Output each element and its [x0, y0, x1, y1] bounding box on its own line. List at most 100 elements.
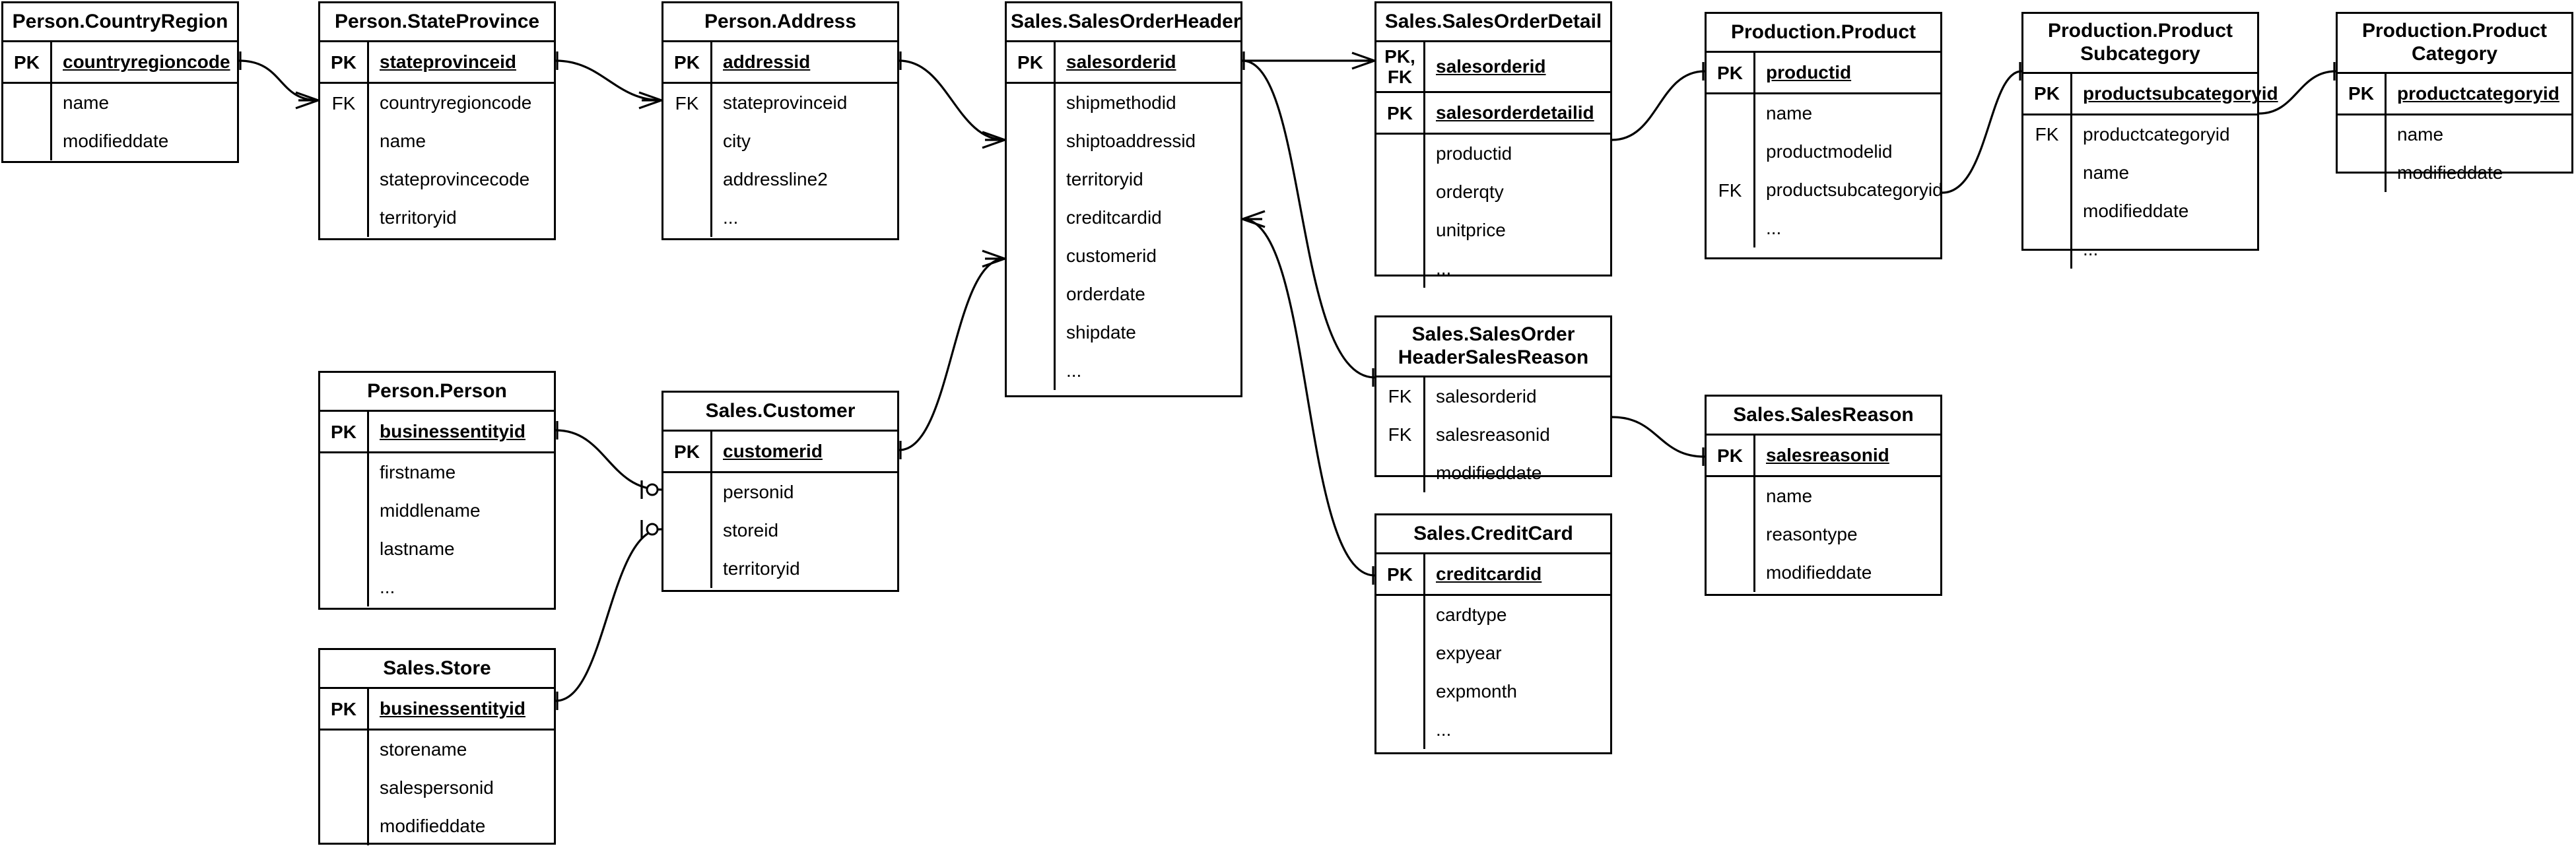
edge-countryregion-stateprovince [238, 51, 319, 110]
entity-row: unitprice [1376, 211, 1610, 250]
entity-sales-salesorderheader[interactable]: Sales.SalesOrderHeader PK salesorderid s… [1005, 1, 1242, 397]
entity-row: shipmethodid [1007, 84, 1240, 123]
entity-row: PK salesreasonid [1707, 436, 1940, 476]
entity-key-rows: PK productid [1707, 53, 1940, 93]
entity-row: orderqty [1376, 173, 1610, 212]
column-name: countryregioncode [63, 51, 230, 73]
key-label: PK, FK [1376, 42, 1425, 92]
column-name: shipdate [1066, 322, 1136, 343]
key-label [320, 122, 369, 161]
key-label: FK [2023, 115, 2072, 154]
entity-row: modifieddate [2338, 153, 2571, 192]
entity-title: Sales.CreditCard [1376, 515, 1610, 555]
key-label [1376, 672, 1425, 711]
entity-attribute-rows: FK salesorderid FK salesreasonid modifie… [1376, 377, 1610, 492]
entity-row: FK stateprovinceid [663, 84, 897, 123]
column-name: name [380, 131, 426, 152]
entity-attribute-rows: name productmodelid FK productsubcategor… [1707, 92, 1943, 248]
entity-attribute-rows: productid orderqty unitprice ... [1376, 133, 1610, 288]
key-label [2338, 153, 2387, 192]
column-name: productid [1766, 62, 1852, 83]
entity-row: cardtype [1376, 596, 1610, 635]
key-label [320, 453, 369, 492]
column-name: modifieddate [63, 131, 169, 152]
key-label [1376, 634, 1425, 673]
key-label [1376, 135, 1425, 174]
key-label: FK [1376, 377, 1425, 416]
entity-row: reasontype [1707, 515, 1940, 554]
key-label [320, 199, 369, 238]
column-name: salesorderdetailid [1436, 102, 1594, 123]
entity-key-rows: PK addressid [663, 42, 897, 82]
entity-sales-customer[interactable]: Sales.Customer PK customerid personid st… [661, 391, 899, 592]
entity-title: Sales.Customer [663, 393, 897, 432]
column-name: storename [380, 739, 467, 760]
column-name: storeid [723, 520, 779, 541]
entity-person-address[interactable]: Person.Address PK addressid FK stateprov… [661, 1, 899, 240]
entity-row: FK productsubcategoryid [1707, 171, 1943, 210]
entity-key-rows: PK salesreasonid [1707, 436, 1940, 476]
key-label [663, 473, 712, 512]
column-name: stateprovinceid [380, 51, 516, 73]
entity-row: lastname [320, 530, 554, 569]
key-label [1007, 237, 1056, 276]
key-label [1707, 554, 1755, 593]
column-name: salesorderid [1436, 385, 1537, 407]
column-name: personid [723, 482, 794, 503]
entity-row: modifieddate [1376, 453, 1610, 492]
entity-person-countryregion[interactable]: Person.CountryRegion PK countryregioncod… [1, 1, 239, 163]
entity-row: PK stateprovinceid [320, 42, 554, 82]
edge-address-salesorderheader [898, 51, 1005, 149]
key-label [663, 550, 712, 589]
key-label [1707, 477, 1755, 516]
key-label [1707, 133, 1755, 172]
column-name: orderqty [1436, 181, 1504, 203]
entity-row: ... [1007, 352, 1240, 391]
entity-person-person[interactable]: Person.Person PK businessentityid firstn… [318, 371, 556, 610]
entity-row: FK salesorderid [1376, 377, 1610, 416]
key-label [320, 769, 369, 808]
column-name: customerid [723, 441, 823, 462]
entity-row: storename [320, 731, 554, 769]
column-name: productcategoryid [2083, 123, 2230, 145]
entity-sales-store[interactable]: Sales.Store PK businessentityid storenam… [318, 648, 556, 846]
entity-row: modifieddate [3, 122, 237, 161]
entity-sales-creditcard[interactable]: Sales.CreditCard PK creditcardid cardtyp… [1374, 513, 1612, 754]
entity-key-rows: PK productsubcategoryid [2023, 73, 2278, 114]
entity-title: Person.Person [320, 373, 554, 412]
entity-row: ... [1707, 209, 1940, 248]
entity-production-product[interactable]: Production.Product PK productid name pro… [1705, 12, 1943, 259]
key-label [1707, 94, 1755, 133]
entity-row: storeid [663, 511, 897, 550]
column-name: cardtype [1436, 604, 1507, 626]
column-name: name [63, 92, 110, 114]
key-label [1007, 160, 1056, 199]
entity-row: shiptoaddressid [1007, 122, 1240, 161]
key-label: PK [2023, 73, 2072, 114]
entity-person-stateprovince[interactable]: Person.StateProvince PK stateprovinceid … [318, 1, 556, 240]
entity-title: Production.Product Subcategory [2023, 14, 2257, 74]
column-name: ... [2083, 238, 2099, 259]
entity-sales-salesorderdetail[interactable]: Sales.SalesOrderDetail PK, FK salesorder… [1374, 1, 1612, 288]
entity-key-rows: PK creditcardid [1376, 554, 1610, 595]
column-name: countryregioncode [380, 92, 532, 114]
entity-key-rows: PK productcategoryid [2338, 73, 2571, 114]
entity-row: productmodelid [1707, 133, 1940, 172]
column-name: stateprovinceid [723, 92, 848, 114]
entity-attribute-rows: name modifieddate [2338, 113, 2571, 192]
entity-production-productsubcategory[interactable]: Production.Product Subcategory PK produc… [2021, 12, 2278, 269]
key-label: PK [1007, 42, 1056, 82]
entity-row: PK productcategoryid [2338, 73, 2571, 114]
column-name: shipmethodid [1066, 92, 1176, 114]
entity-key-rows: PK customerid [663, 432, 897, 472]
entity-sales-salesorderheadersalesreason[interactable]: Sales.SalesOrder HeaderSalesReason FK sa… [1374, 315, 1612, 492]
column-name: territoryid [1066, 169, 1143, 190]
entity-production-productcategory[interactable]: Production.Product Category PK productca… [2336, 12, 2573, 192]
column-name: businessentityid [380, 698, 525, 719]
entity-row: personid [663, 473, 897, 512]
column-name: productsubcategoryid [2083, 82, 2278, 104]
entity-sales-salesreason[interactable]: Sales.SalesReason PK salesreasonid name … [1705, 395, 1942, 596]
entity-row: FK countryregioncode [320, 84, 554, 123]
entity-row: FK salesreasonid [1376, 415, 1610, 454]
